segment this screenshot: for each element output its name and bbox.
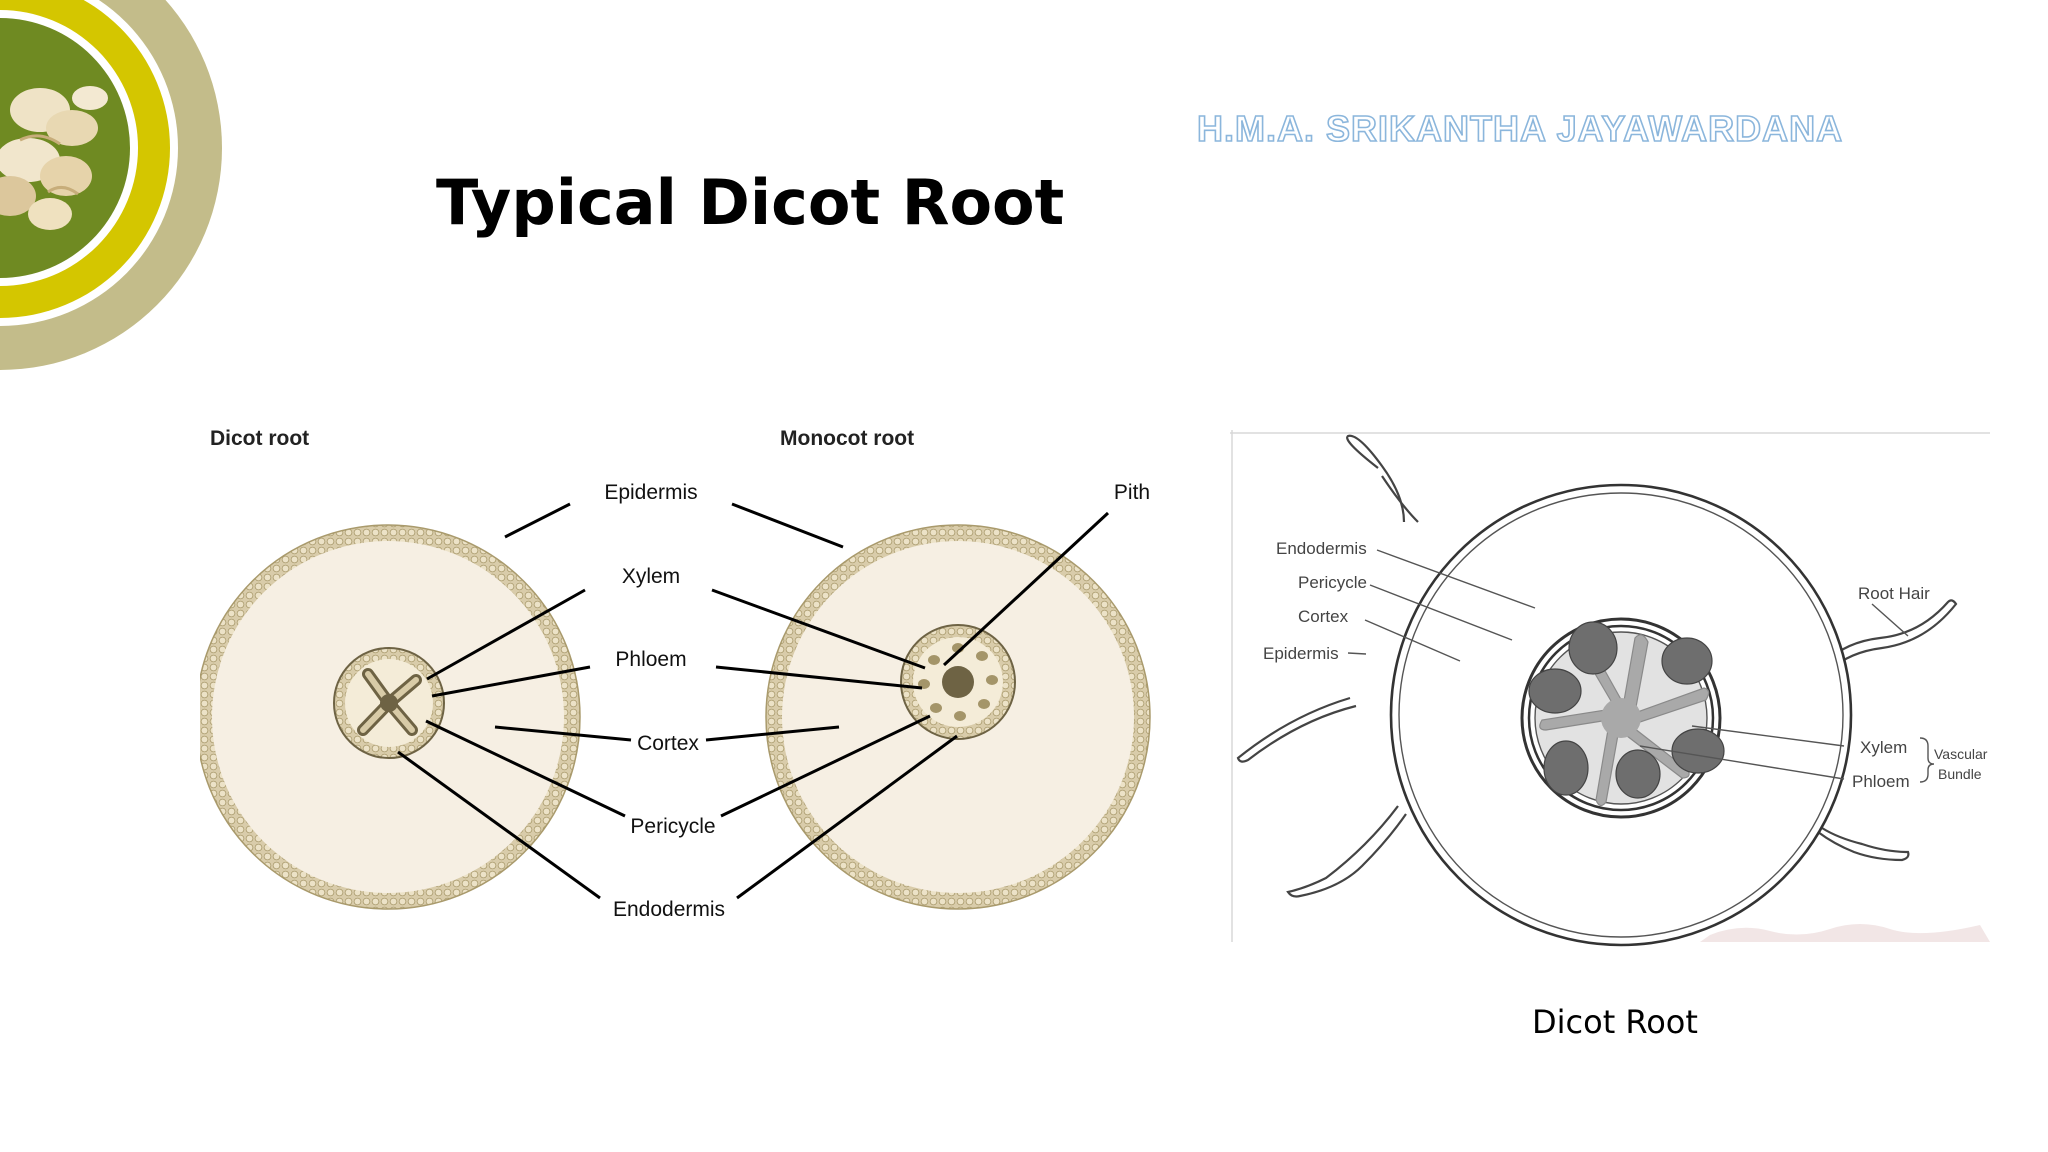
label-pericycle: Pericycle	[630, 815, 715, 838]
sketch-label-bundle: Bundle	[1938, 766, 1982, 782]
dicot-root-sketch: Endodermis Pericycle Cortex Epidermis Ro…	[1230, 430, 1990, 947]
sketch-label-vascular: Vascular	[1934, 746, 1988, 762]
sketch-labels: Endodermis Pericycle Cortex Epidermis Ro…	[1263, 539, 1988, 791]
texture-strip	[1700, 924, 1990, 942]
corner-decoration	[0, 0, 222, 370]
sketch-label-cortex: Cortex	[1298, 607, 1349, 626]
diagram-caption: Dicot Root	[1532, 1003, 1698, 1041]
slide-title: Typical Dicot Root	[436, 166, 1065, 239]
sketch-label-epidermis: Epidermis	[1263, 644, 1339, 663]
sketch-label-xylem: Xylem	[1860, 738, 1907, 757]
diagram-labels: Epidermis Xylem Phloem Cortex Pericycle …	[604, 481, 1150, 921]
dicot-root-section	[200, 524, 581, 910]
label-xylem: Xylem	[622, 565, 680, 588]
leader-lines	[397, 502, 1110, 900]
monocot-root-heading: Monocot root	[780, 427, 914, 450]
sketch-label-root-hair: Root Hair	[1858, 584, 1930, 603]
dicot-monocot-diagram: Dicot root Monocot root	[200, 427, 1151, 921]
sketch-leader-lines	[1347, 549, 1909, 780]
label-pith: Pith	[1114, 481, 1150, 504]
root-sketch	[1236, 434, 1958, 947]
sketch-label-phloem: Phloem	[1852, 772, 1910, 791]
monocot-root-section	[765, 524, 1151, 910]
label-phloem: Phloem	[615, 648, 686, 671]
vascular-bracket	[1919, 737, 1935, 783]
cashew-photo	[0, 86, 108, 230]
sketch-label-endodermis: Endodermis	[1276, 539, 1367, 558]
label-epidermis: Epidermis	[604, 481, 697, 504]
sketch-label-pericycle: Pericycle	[1298, 573, 1367, 592]
label-endodermis: Endodermis	[613, 898, 725, 921]
author-name: H.M.A. SRIKANTHA JAYAWARDANA	[1196, 107, 1844, 150]
label-cortex: Cortex	[637, 732, 699, 755]
dicot-root-heading: Dicot root	[210, 427, 309, 450]
